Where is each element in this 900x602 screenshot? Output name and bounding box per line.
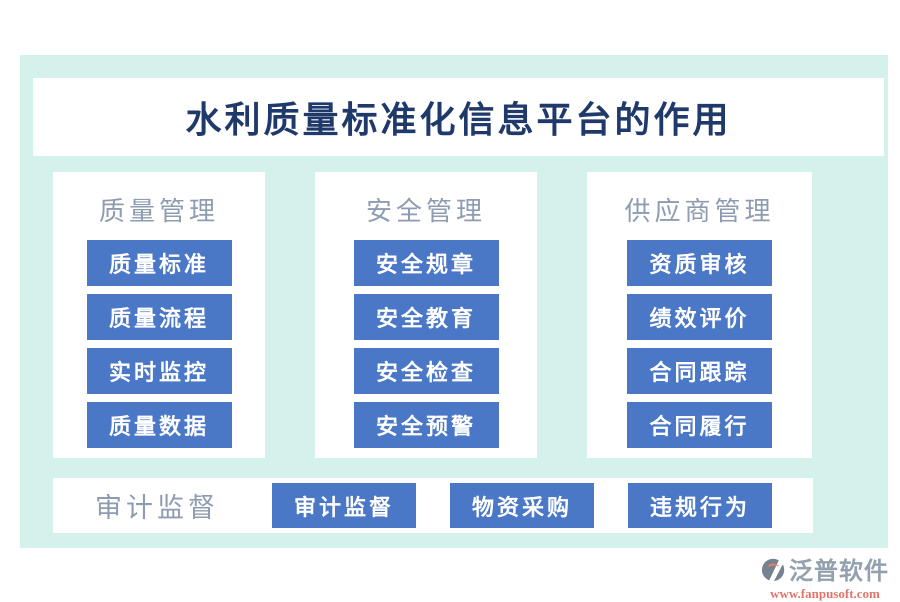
column-title-quality: 质量管理 bbox=[98, 196, 219, 226]
safety-warning-button[interactable]: 安全预警 bbox=[353, 402, 499, 448]
column-panel-quality: 质量管理 质量标准 质量流程 实时监控 质量数据 bbox=[53, 172, 265, 458]
page-title: 水利质量标准化信息平台的作用 bbox=[185, 100, 732, 140]
fanpu-logo-name: 泛普软件 bbox=[789, 559, 889, 585]
violation-behavior-button[interactable]: 违规行为 bbox=[628, 483, 772, 528]
audit-supervision-button[interactable]: 审计监督 bbox=[272, 483, 416, 528]
bottom-bar: 审计监督 审计监督 物资采购 违规行为 bbox=[53, 478, 813, 533]
column-title-supplier: 供应商管理 bbox=[624, 196, 775, 226]
performance-evaluation-button[interactable]: 绩效评价 bbox=[627, 294, 772, 340]
contract-tracking-button[interactable]: 合同跟踪 bbox=[627, 348, 772, 394]
material-procurement-button[interactable]: 物资采购 bbox=[450, 483, 594, 528]
fanpu-logo-row: 泛普软件 bbox=[761, 551, 889, 586]
safety-rules-button[interactable]: 安全规章 bbox=[353, 240, 499, 286]
quality-process-button[interactable]: 质量流程 bbox=[86, 294, 232, 340]
column-panel-supplier: 供应商管理 资质审核 绩效评价 合同跟踪 合同履行 bbox=[587, 172, 812, 458]
realtime-monitor-button[interactable]: 实时监控 bbox=[86, 348, 232, 394]
fanpu-logo-url: www.fanpusoft.com bbox=[770, 586, 880, 601]
qualification-review-button[interactable]: 资质审核 bbox=[627, 240, 772, 286]
header-bar: 水利质量标准化信息平台的作用 bbox=[33, 78, 884, 156]
quality-data-button[interactable]: 质量数据 bbox=[86, 402, 232, 448]
fanpu-logo: 泛普软件 www.fanpusoft.com bbox=[757, 551, 893, 602]
safety-inspection-button[interactable]: 安全检查 bbox=[353, 348, 499, 394]
column-title-safety: 安全管理 bbox=[365, 196, 486, 226]
quality-standard-button[interactable]: 质量标准 bbox=[86, 240, 232, 286]
fanpu-logo-icon bbox=[761, 556, 787, 582]
column-panel-safety: 安全管理 安全规章 安全教育 安全检查 安全预警 bbox=[315, 172, 537, 458]
columns-container: 质量管理 质量标准 质量流程 实时监控 质量数据 安全管理 安全规章 安全教育 … bbox=[53, 172, 812, 458]
contract-fulfillment-button[interactable]: 合同履行 bbox=[627, 402, 772, 448]
audit-supervision-label: 审计监督 bbox=[95, 493, 219, 523]
safety-education-button[interactable]: 安全教育 bbox=[353, 294, 499, 340]
